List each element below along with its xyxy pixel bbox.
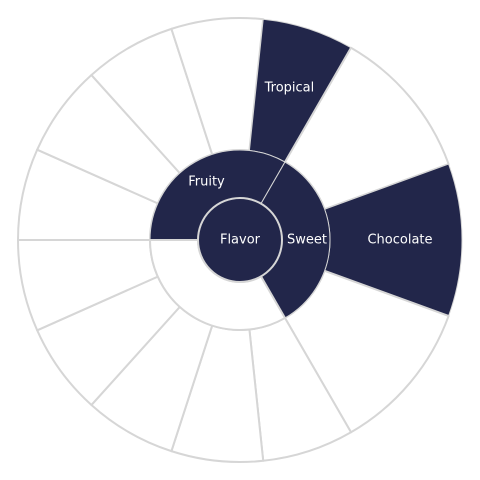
center-circle[interactable] — [197, 197, 283, 283]
inner-segment-fruity-label: Fruity — [188, 174, 225, 189]
center-node[interactable]: Flavor — [197, 197, 283, 283]
center-label: Flavor — [220, 233, 261, 248]
outer-segment-chocolate-label: Chocolate — [367, 233, 432, 248]
inner-segment-sweet-label: Sweet — [287, 233, 327, 248]
outer-segment-tropical-label: Tropical — [264, 80, 315, 95]
inner-segment-sweet[interactable]: Sweet — [260, 161, 331, 319]
